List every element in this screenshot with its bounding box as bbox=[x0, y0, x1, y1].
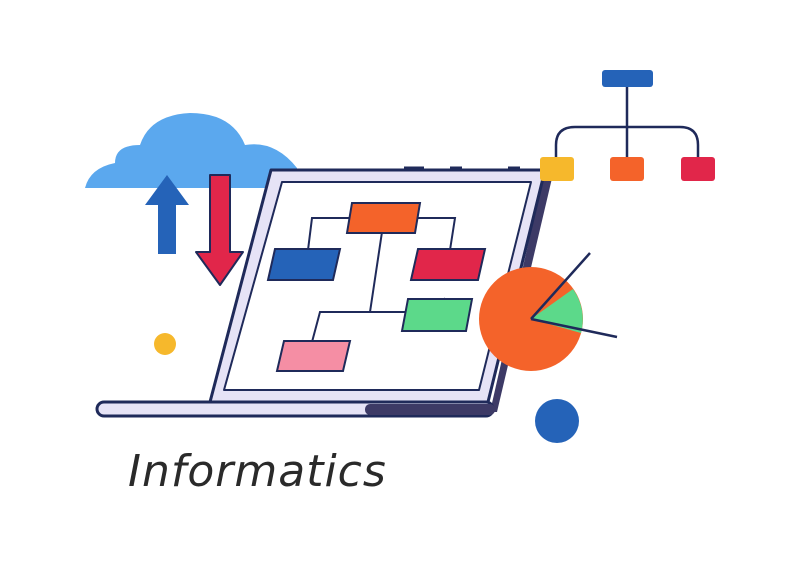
upload-arrow-icon bbox=[145, 175, 189, 254]
cloud-icon bbox=[85, 113, 297, 188]
blue-dot bbox=[535, 399, 579, 443]
org-chart-icon bbox=[540, 70, 715, 181]
download-arrow-icon bbox=[195, 174, 244, 286]
flowchart-icon bbox=[266, 202, 487, 372]
pie-chart-icon bbox=[479, 252, 618, 371]
yellow-dot bbox=[154, 333, 176, 355]
caption-title: Informatics bbox=[128, 446, 387, 497]
